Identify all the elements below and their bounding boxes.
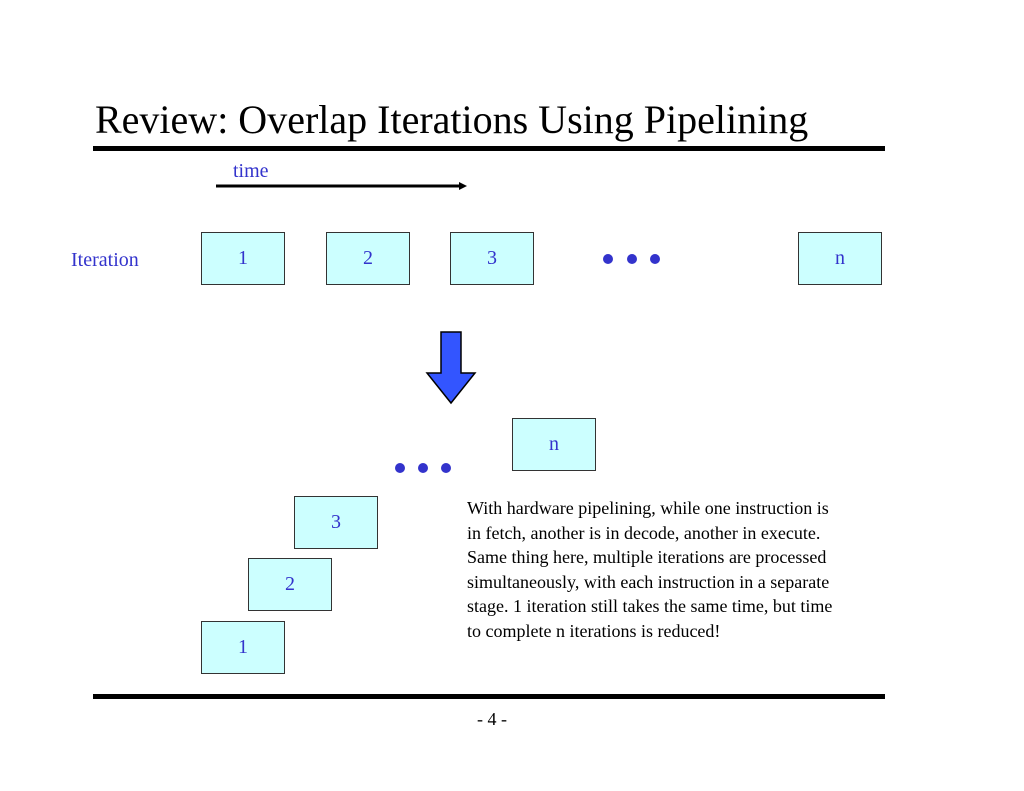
pipelined-box-3: 3 <box>294 496 378 549</box>
description-line: in fetch, another is in decode, another … <box>467 522 821 543</box>
pipelined-box-1: 1 <box>201 621 285 674</box>
description-line: simultaneously, with each instruction in… <box>467 571 830 592</box>
description-line: Same thing here, multiple iterations are… <box>467 547 827 568</box>
pipelined-ellipsis-dot-2 <box>418 463 428 473</box>
description-line: to complete n iterations is reduced! <box>467 620 721 641</box>
footer-rule <box>93 694 885 699</box>
slide-title: Review: Overlap Iterations Using Pipelin… <box>95 97 809 142</box>
pipelined-box-n: n <box>512 418 596 471</box>
time-label: time <box>233 160 269 182</box>
pipelined-ellipsis-dot-3 <box>441 463 451 473</box>
iteration-label: Iteration <box>71 249 139 271</box>
pipelined-ellipsis-dot-1 <box>395 463 405 473</box>
title-rule <box>93 146 885 151</box>
page-number: - 4 - <box>477 709 507 729</box>
pipelining-description: With hardware pipelining, while one inst… <box>467 496 907 644</box>
down-arrow-icon <box>425 331 477 405</box>
sequential-box-3: 3 <box>450 232 534 285</box>
sequential-box-1: 1 <box>201 232 285 285</box>
time-arrow <box>216 182 467 190</box>
sequential-box-2: 2 <box>326 232 410 285</box>
sequential-ellipsis-dot-1 <box>603 254 613 264</box>
pipelined-box-2: 2 <box>248 558 332 611</box>
sequential-box-n: n <box>798 232 882 285</box>
sequential-ellipsis-dot-3 <box>650 254 660 264</box>
sequential-ellipsis-dot-2 <box>627 254 637 264</box>
description-line: With hardware pipelining, while one inst… <box>467 498 829 518</box>
description-line: stage. 1 iteration still takes the same … <box>467 596 833 617</box>
